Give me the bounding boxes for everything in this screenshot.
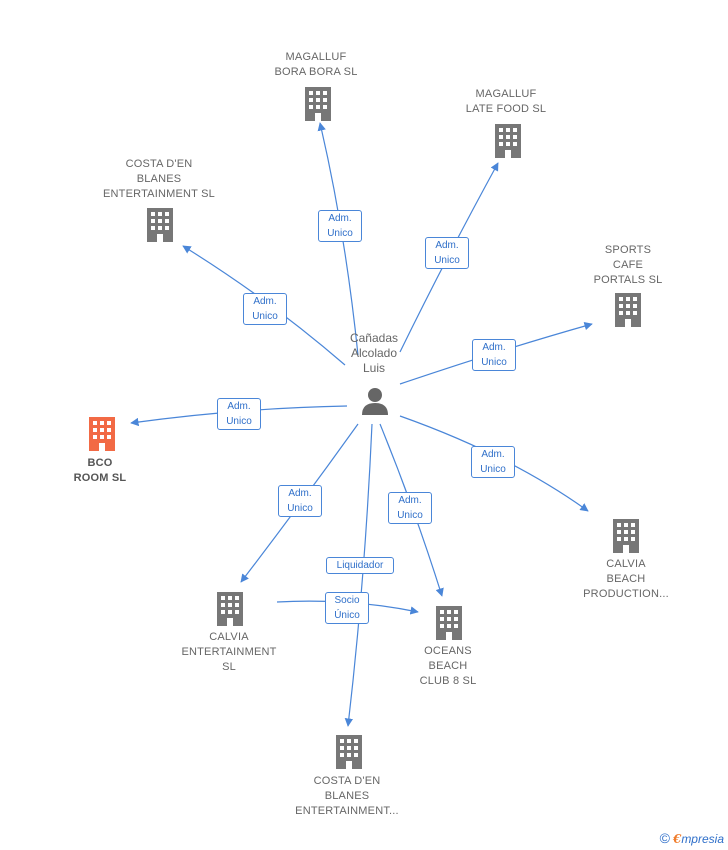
brand-logo-e: € bbox=[672, 832, 682, 846]
edge-label-adm-unico[interactable]: Adm. Unico bbox=[471, 446, 515, 478]
edge-liquidador bbox=[344, 423, 373, 727]
edge-label-adm-unico[interactable]: Adm. Unico bbox=[217, 398, 261, 430]
node-label-magalluf-bora[interactable]: MAGALLUF BORA BORA SL bbox=[274, 51, 358, 78]
node-label-costa-bottom[interactable]: COSTA D'EN BLANES ENTERTAINMENT... bbox=[295, 775, 399, 817]
footer-brand: ©€mpresia bbox=[660, 830, 724, 846]
person-icon[interactable] bbox=[362, 388, 388, 415]
building-icon[interactable] bbox=[613, 519, 639, 553]
node-label-bco-room[interactable]: BCO ROOM SL bbox=[73, 457, 127, 484]
node-label-costa-top[interactable]: COSTA D'EN BLANES ENTERTAINMENT SL bbox=[103, 158, 215, 200]
building-icon[interactable] bbox=[495, 124, 521, 158]
edge-label-adm-unico[interactable]: Adm. Unico bbox=[425, 237, 469, 269]
edge-label-socio-unico[interactable]: Socio Único bbox=[325, 592, 369, 624]
node-label-magalluf-late[interactable]: MAGALLUF LATE FOOD SL bbox=[465, 88, 547, 115]
node-label-calvia-ent[interactable]: CALVIA ENTERTAINMENT SL bbox=[181, 631, 277, 673]
building-icon[interactable] bbox=[436, 606, 462, 640]
center-person-label[interactable]: Cañadas Alcolado Luis bbox=[349, 331, 399, 375]
node-label-oceans-beach[interactable]: OCEANS BEACH CLUB 8 SL bbox=[419, 645, 477, 687]
edge-label-adm-unico[interactable]: Adm. Unico bbox=[318, 210, 362, 242]
brand-name: mpresia bbox=[681, 832, 724, 846]
edge-label-adm-unico[interactable]: Adm. Unico bbox=[278, 485, 322, 517]
edge-label-adm-unico[interactable]: Adm. Unico bbox=[243, 293, 287, 325]
building-icon[interactable] bbox=[217, 592, 243, 626]
building-icon[interactable] bbox=[89, 417, 115, 451]
node-label-calvia-beach[interactable]: CALVIA BEACH PRODUCTION... bbox=[583, 558, 669, 600]
building-icon[interactable] bbox=[615, 293, 641, 327]
edge-label-adm-unico[interactable]: Adm. Unico bbox=[472, 339, 516, 371]
copyright-icon: © bbox=[659, 830, 670, 846]
building-icon[interactable] bbox=[305, 87, 331, 121]
node-label-sports-cafe[interactable]: SPORTS CAFE PORTALS SL bbox=[593, 244, 663, 286]
building-icon[interactable] bbox=[336, 735, 362, 769]
edge-label-adm-unico[interactable]: Adm. Unico bbox=[388, 492, 432, 524]
building-icon[interactable] bbox=[147, 208, 173, 242]
edge-label-liquidador[interactable]: Liquidador bbox=[326, 557, 394, 574]
